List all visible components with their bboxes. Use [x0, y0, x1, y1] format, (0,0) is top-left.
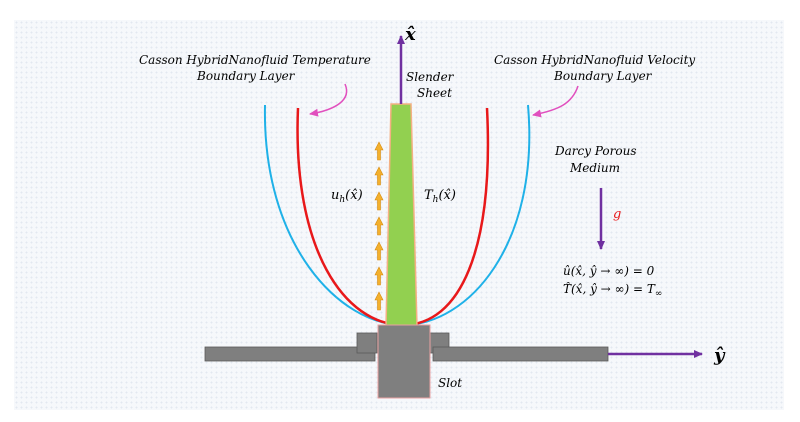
slot [377, 324, 431, 399]
porous-medium-label-line-1: Darcy Porous [554, 144, 637, 158]
porous-medium-label-line-2: Medium [569, 161, 620, 175]
flow-arrows [374, 141, 384, 311]
slot-label: Slot [438, 376, 462, 390]
x-axis-label: x̂ [404, 24, 416, 45]
slender-sheet [385, 103, 418, 327]
y-axis-label: ŷ [713, 345, 726, 366]
temperature-symbol: Th(x̂) [424, 188, 456, 205]
sheet-label-line-2: Sheet [417, 86, 452, 100]
flow-arrow-icon [374, 191, 384, 211]
bc-temperature: T̂(x̂, ŷ → ∞) = T∞ [563, 281, 662, 299]
velocity-layer-label-line-2: Boundary Layer [553, 69, 653, 83]
temperature-layer-label-line-2: Boundary Layer [196, 69, 296, 83]
flow-arrow-icon [374, 266, 384, 286]
sheet-label-line-1: Slender [406, 70, 455, 84]
temperature-layer-label-line-1: Casson HybridNanofluid Temperature [139, 53, 371, 67]
flow-arrow-icon [374, 291, 384, 311]
gravity-symbol: g [613, 207, 621, 222]
flow-arrow-icon [374, 241, 384, 261]
flow-arrow-icon [374, 216, 384, 236]
pointer-arrow-icon [532, 85, 579, 118]
bc-velocity: û(x̂, ŷ → ∞) = 0 [563, 264, 655, 278]
velocity-symbol: uh(x̂) [331, 188, 363, 205]
wall [204, 332, 609, 362]
velocity-layer-label-line-1: Casson HybridNanofluid Velocity [494, 53, 695, 67]
flow-arrow-icon [374, 166, 384, 186]
pointer-arrow-icon [309, 83, 348, 117]
flow-arrow-icon [374, 141, 384, 161]
